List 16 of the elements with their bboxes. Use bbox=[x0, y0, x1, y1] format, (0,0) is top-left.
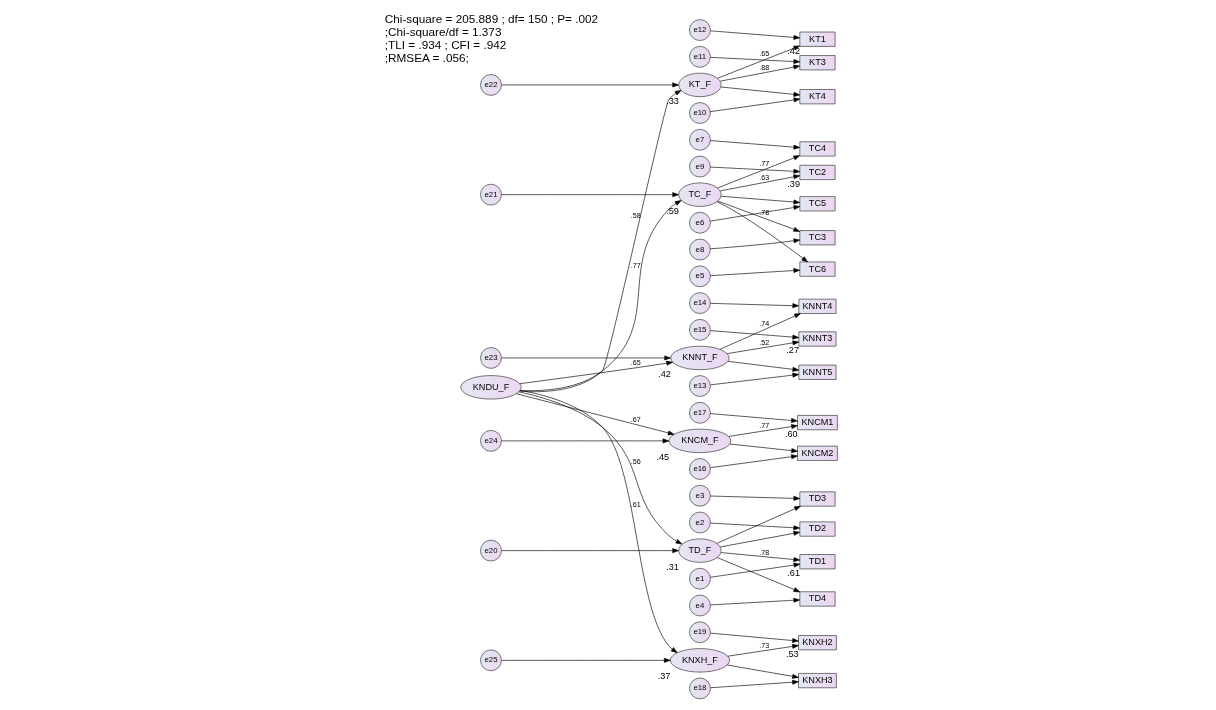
node-label: .39 bbox=[786, 178, 800, 189]
node-label: .42 bbox=[786, 45, 800, 56]
label: ;RMSEA = .056; bbox=[384, 51, 469, 65]
node-label: .42 bbox=[657, 369, 671, 380]
node-label: .37 bbox=[657, 671, 670, 682]
node-label: .45 bbox=[655, 451, 669, 462]
label: ;TLI = .934 ; CFI = .942 bbox=[384, 38, 506, 52]
node-label: .33 bbox=[665, 96, 679, 106]
node-label: .53 bbox=[785, 649, 799, 660]
node-label: .27 bbox=[785, 345, 799, 356]
label: ;Chi-square/df = 1.373 bbox=[384, 25, 501, 39]
node-label: .31 bbox=[665, 561, 679, 572]
label: Chi-square = 205.889 ; df= 150 ; P= .002 bbox=[384, 12, 598, 26]
node-label: .61 bbox=[786, 568, 800, 579]
node-label: .59 bbox=[665, 205, 679, 216]
node-label: .60 bbox=[784, 429, 798, 440]
